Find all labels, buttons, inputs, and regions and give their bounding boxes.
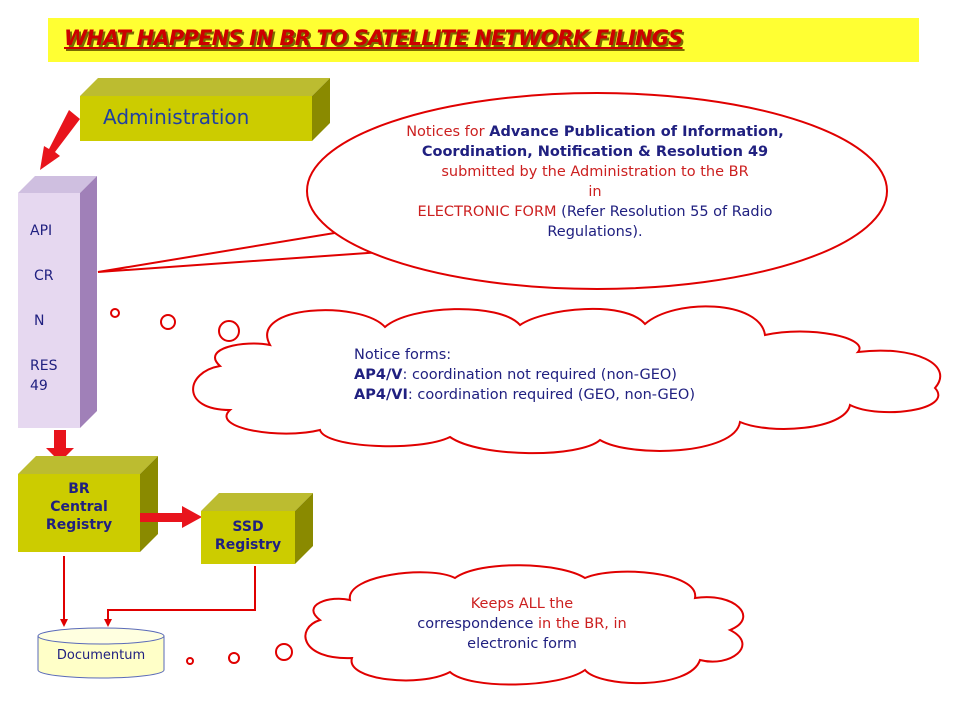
notice-type-cr: CR [34,268,54,284]
notice-form-ap4v: AP4/V: coordination not required (non-GE… [354,365,794,385]
ap4v-code: AP4/V [354,367,403,383]
ssd-label-line-2: Registry [214,537,282,553]
speech-bubble-text: Notices for Advance Publication of Infor… [385,122,805,242]
bubble-rest-3: (Refer Resolution 55 of Radio Regulation… [547,204,773,240]
br-label-line-2: Central [50,499,108,515]
title-banner [48,18,919,62]
bubble-electronic-form: ELECTRONIC FORM [417,204,557,220]
ssd-registry-label: SSD Registry [201,518,295,554]
keeps-part-3: in the BR, in [533,616,627,632]
documentum-label: Documentum [56,648,146,663]
stack-to-br-arrow [46,430,74,462]
bubble-prefix: Notices for [406,124,490,140]
bubble-in: in [588,184,602,200]
thought-circles-upper [110,308,240,342]
bubble-rest-1: submitted by the Administration to the B… [441,164,749,180]
notice-type-49: 49 [30,378,48,394]
notice-type-res: RES [30,358,58,374]
thought-circles-lower [186,643,293,665]
notice-forms-text: Notice forms: AP4/V: coordination not re… [354,345,794,405]
administration-label: Administration [103,105,250,129]
notice-forms-heading: Notice forms: [354,347,452,363]
documentum-cylinder [37,627,165,679]
ssd-registry-box [201,493,313,564]
keeps-part-2: correspondence [417,616,534,632]
br-to-ssd-arrow [140,506,202,528]
ap4v-text: : coordination not required (non-GEO) [402,367,677,383]
documentum-connectors [60,556,256,627]
speech-bubble [97,92,888,290]
ap4vi-text: : coordination required (GEO, non-GEO) [407,387,695,403]
keeps-part-1: Keeps ALL the [470,596,574,612]
notice-forms-cloud [192,305,942,455]
notice-form-ap4vi: AP4/VI: coordination required (GEO, non-… [354,385,794,405]
submit-arrow [40,110,80,170]
keeps-part-4: electronic form [467,636,577,652]
ap4vi-code: AP4/VI [354,387,408,403]
keeps-cloud-text: Keeps ALL the correspondence in the BR, … [372,594,672,654]
notice-type-api: API [30,223,53,239]
page-title: WHAT HAPPENS IN BR TO SATELLITE NETWORK … [64,26,683,50]
notice-type-n: N [34,313,45,329]
keeps-cloud [304,564,745,686]
notice-type-stack [18,176,97,428]
br-central-registry-label: BR Central Registry [18,480,140,534]
br-label-line-3: Registry [45,517,113,533]
br-label-line-1: BR [68,481,90,497]
administration-box [80,78,330,141]
ssd-label-line-1: SSD [232,519,264,535]
bubble-bold: Advance Publication of Information, Coor… [421,124,784,160]
br-central-registry-box [18,456,158,552]
